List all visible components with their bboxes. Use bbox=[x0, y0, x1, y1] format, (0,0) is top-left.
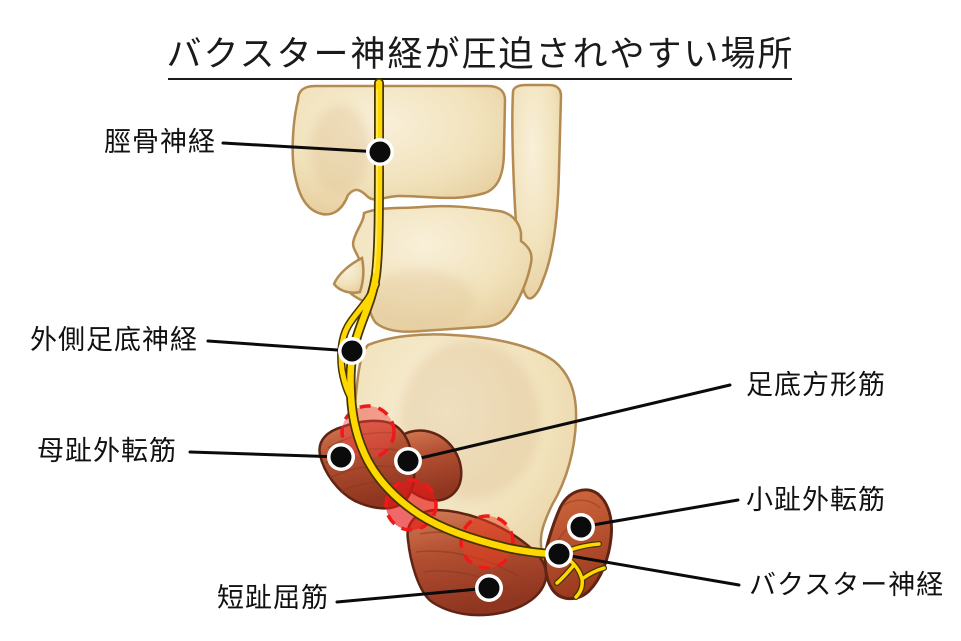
leader-dot-abductor-digiti-minimi bbox=[567, 513, 595, 541]
leader-dot-lateral-plantar bbox=[338, 337, 366, 365]
leader-lines-group bbox=[188, 141, 741, 604]
leader-line-tibial-nerve bbox=[221, 141, 382, 154]
leader-line-baxter-nerve bbox=[557, 552, 741, 587]
leader-line-flexor-digitorum-brevis bbox=[335, 586, 491, 604]
title-underline bbox=[168, 78, 792, 80]
leader-dot-abductor-hallucis bbox=[327, 443, 355, 471]
label-baxter-nerve: バクスター神経 bbox=[749, 570, 945, 601]
baxter-nerve-branches bbox=[554, 541, 607, 600]
leader-line-abductor-digiti-minimi bbox=[579, 498, 740, 529]
label-quadratus-plantae: 足底方形筋 bbox=[746, 370, 886, 401]
leader-line-lateral-plantar bbox=[206, 339, 354, 353]
label-tibial-nerve: 脛骨神経 bbox=[104, 127, 216, 158]
leader-line-abductor-hallucis bbox=[188, 450, 343, 459]
leader-line-quadratus-plantae bbox=[406, 383, 732, 463]
label-abductor-hallucis: 母趾外転筋 bbox=[37, 436, 177, 467]
tibial-nerve-path bbox=[347, 79, 563, 558]
bones-group bbox=[291, 83, 578, 593]
leader-dots-group bbox=[327, 138, 595, 602]
leader-dot-tibial-nerve bbox=[366, 138, 394, 166]
label-flexor-digitorum-brevis: 短趾屈筋 bbox=[217, 583, 329, 614]
bone-shading bbox=[365, 270, 475, 330]
leader-dot-flexor-digitorum-brevis bbox=[475, 574, 503, 602]
leader-dot-quadratus-plantae bbox=[394, 447, 422, 475]
page-title: バクスター神経が圧迫されやすい場所 bbox=[166, 35, 795, 75]
label-lateral-plantar-nerve: 外側足底神経 bbox=[30, 325, 198, 356]
label-abductor-digiti-minimi: 小趾外転筋 bbox=[746, 485, 886, 516]
navicular-process bbox=[332, 256, 365, 294]
leader-dot-baxter-nerve bbox=[545, 540, 573, 568]
